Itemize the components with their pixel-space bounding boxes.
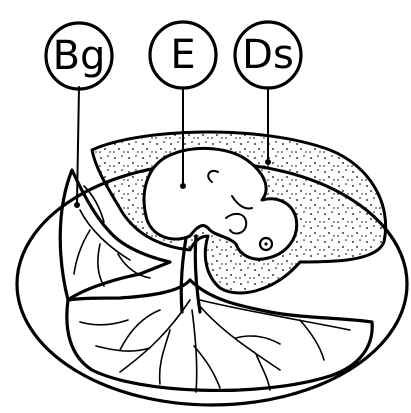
- embryo-eye-dot: [264, 242, 267, 245]
- placenta-region: [67, 280, 372, 390]
- label-e: E: [150, 22, 216, 88]
- label-bg-text: Bg: [53, 33, 106, 79]
- label-e-text: E: [170, 32, 195, 78]
- label-ds-text: Ds: [242, 32, 294, 78]
- placenta-veins: [80, 300, 350, 392]
- label-ds: Ds: [235, 22, 301, 88]
- label-bg: Bg: [46, 23, 112, 89]
- ds-dot: [265, 159, 271, 165]
